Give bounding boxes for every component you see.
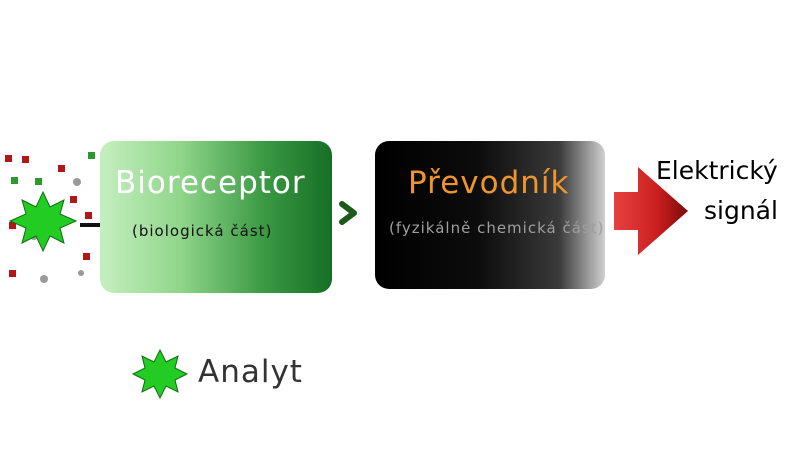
signal-label-line2: signál xyxy=(704,196,778,225)
particle-red xyxy=(83,253,90,260)
particle-red xyxy=(9,222,16,229)
particle-red xyxy=(9,270,16,277)
connector-chevron-icon xyxy=(339,201,357,225)
transducer-box: Převodník (fyzikálně chemická část) xyxy=(375,141,605,289)
particle-gray xyxy=(40,275,48,283)
particle-green xyxy=(11,177,18,184)
particle-gray xyxy=(78,270,84,276)
particle-gray xyxy=(73,178,81,186)
particle-red xyxy=(70,196,77,203)
legend-star-icon xyxy=(131,348,189,400)
signal-label-line1: Elektrický xyxy=(656,156,778,185)
particle-green xyxy=(88,152,95,159)
particle-red xyxy=(85,212,92,219)
bioreceptor-box: Bioreceptor (biologická část) xyxy=(100,141,332,293)
transducer-subtitle: (fyzikálně chemická část) xyxy=(389,219,605,237)
particle-red xyxy=(22,156,29,163)
analyte-star-icon xyxy=(8,190,78,253)
bioreceptor-title: Bioreceptor xyxy=(115,165,306,201)
bioreceptor-subtitle: (biologická část) xyxy=(132,222,273,240)
transducer-title: Převodník xyxy=(408,165,570,201)
legend-label: Analyt xyxy=(198,354,303,390)
particle-green xyxy=(35,178,42,185)
signal-arrow-icon xyxy=(614,167,688,255)
particle-red xyxy=(5,155,12,162)
particle-red xyxy=(58,165,65,172)
